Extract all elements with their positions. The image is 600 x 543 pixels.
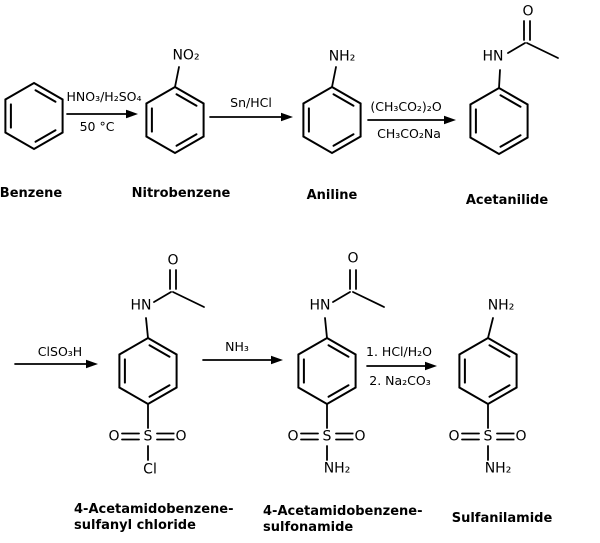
reagent-step3-below: CH₃CO₂Na: [377, 126, 441, 141]
arrow-step-5: [202, 355, 283, 365]
su-sulfonyl-o-left: O: [447, 428, 461, 445]
sa-carbonyl-o: O: [346, 250, 360, 267]
arrowhead-icon: [86, 359, 98, 369]
aniline-amine-bond: [331, 66, 337, 88]
sa-sulfonyl-o-right: O: [353, 428, 367, 445]
sa-sulfonyl-o-left: O: [286, 428, 300, 445]
sc-sulfonyl-o-right: O: [174, 428, 188, 445]
reagent-step6-above: 1. HCl/H₂O: [366, 344, 432, 359]
arrowhead-icon: [126, 109, 138, 119]
reagent-step1-above: HNO₃/H₂SO₄: [66, 89, 142, 104]
aniline-amine-label: NH₂: [327, 48, 357, 65]
arrow-step-3: [367, 115, 456, 125]
sulfanilamide-amine: NH₂: [486, 297, 516, 314]
benzene-ring: [4, 82, 64, 150]
su-sulfonyl-o-right: O: [514, 428, 528, 445]
reagent-step5-above: NH₃: [225, 339, 249, 354]
acetanilide-ring: [469, 87, 529, 155]
arrow-step-4: [14, 359, 98, 369]
compound-name-sulfonamide: 4-Acetamidobenzene- sulfonamide: [263, 504, 422, 536]
compound-name-sulfanilamide: Sulfanilamide: [451, 511, 553, 526]
aniline-ring: [302, 86, 362, 154]
sulfanyl-chloride-ring: [118, 337, 178, 405]
nitro-bond: [174, 66, 180, 88]
nitrobenzene-ring: [145, 86, 205, 154]
compound-name-line1: 4-Acetamidobenzene-: [74, 502, 234, 517]
sa-amide-nh: HN: [308, 297, 332, 314]
arrowhead-icon: [425, 361, 437, 371]
sc-sulfur: S: [142, 428, 154, 445]
reagent-step6-below: 2. Na₂CO₃: [369, 373, 431, 388]
acetanilide-amide-nh: HN: [481, 48, 505, 65]
sulfonamide-ring: [297, 337, 357, 405]
su-sulfur: S: [482, 428, 494, 445]
compound-name-line2: sulfonamide: [263, 520, 354, 535]
reagent-step4-above: ClSO₃H: [37, 344, 83, 359]
acetanilide-acetamido-bonds: [498, 20, 559, 89]
compound-name-nitrobenzene: Nitrobenzene: [131, 186, 231, 201]
sc-amide-nh: HN: [129, 297, 153, 314]
reagent-step3-above: (CH₃CO₂)₂O: [370, 99, 442, 114]
sc-chlorine: Cl: [142, 461, 158, 478]
sulfanyl-chloride-bonds: [121, 269, 205, 461]
arrow-step-6: [366, 361, 437, 371]
sc-sulfonyl-o-left: O: [107, 428, 121, 445]
acetanilide-carbonyl-o: O: [521, 3, 535, 20]
acetamido-sulfonamide-bonds: [300, 269, 385, 461]
arrow-step-1: [66, 109, 138, 119]
sa-sulfonamide-nh2: NH₂: [322, 460, 352, 477]
compound-name-aniline: Aniline: [306, 188, 358, 203]
reagent-step1-below: 50 °C: [79, 119, 115, 134]
arrowhead-icon: [271, 355, 283, 365]
sa-sulfur: S: [321, 428, 333, 445]
compound-name-line2: sulfanyl chloride: [74, 518, 196, 533]
su-sulfonamide-nh2: NH₂: [483, 460, 513, 477]
arrowhead-icon: [444, 115, 456, 125]
compound-name-acetanilide: Acetanilide: [465, 193, 549, 208]
arrow-step-2: [209, 112, 293, 122]
reagent-step2-above: Sn/HCl: [230, 95, 272, 110]
sulfanilamide-bonds: [461, 317, 515, 461]
sc-carbonyl-o: O: [166, 252, 180, 269]
nitro-group-label: NO₂: [171, 47, 201, 64]
compound-name-benzene: Benzene: [0, 186, 63, 201]
arrowhead-icon: [281, 112, 293, 122]
compound-name-line1: 4-Acetamidobenzene-: [263, 504, 423, 519]
sulfanilamide-ring: [458, 337, 518, 405]
compound-name-sulfanyl-chloride: 4-Acetamidobenzene- sulfanyl chloride: [74, 502, 233, 534]
